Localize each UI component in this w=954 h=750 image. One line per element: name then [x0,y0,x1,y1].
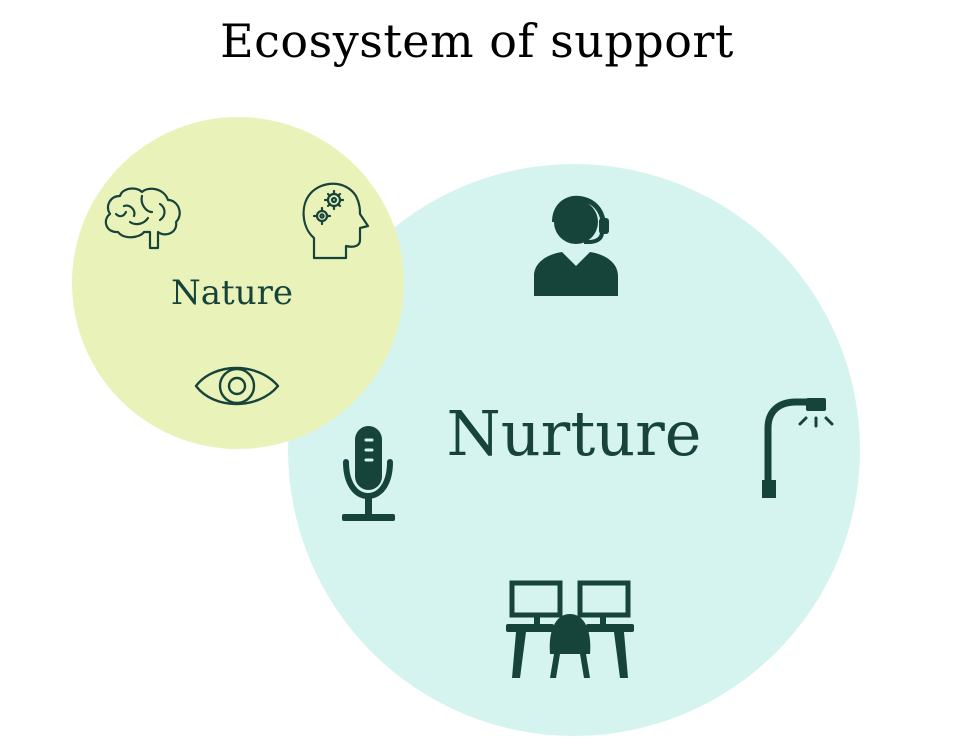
eye-icon [194,366,280,406]
head-gears-icon [302,182,370,260]
nurture-circle [288,164,860,736]
street-lamp-icon [762,398,834,498]
brain-icon [104,187,181,250]
nurture-label: Nurture [447,397,702,470]
microphone-icon [342,426,395,521]
office-desks-icon [506,580,634,678]
nature-label: Nature [171,273,293,313]
support-agent-headset-icon [534,195,618,296]
diagram-title: Ecosystem of support [220,14,734,68]
nature-circle [72,117,404,449]
